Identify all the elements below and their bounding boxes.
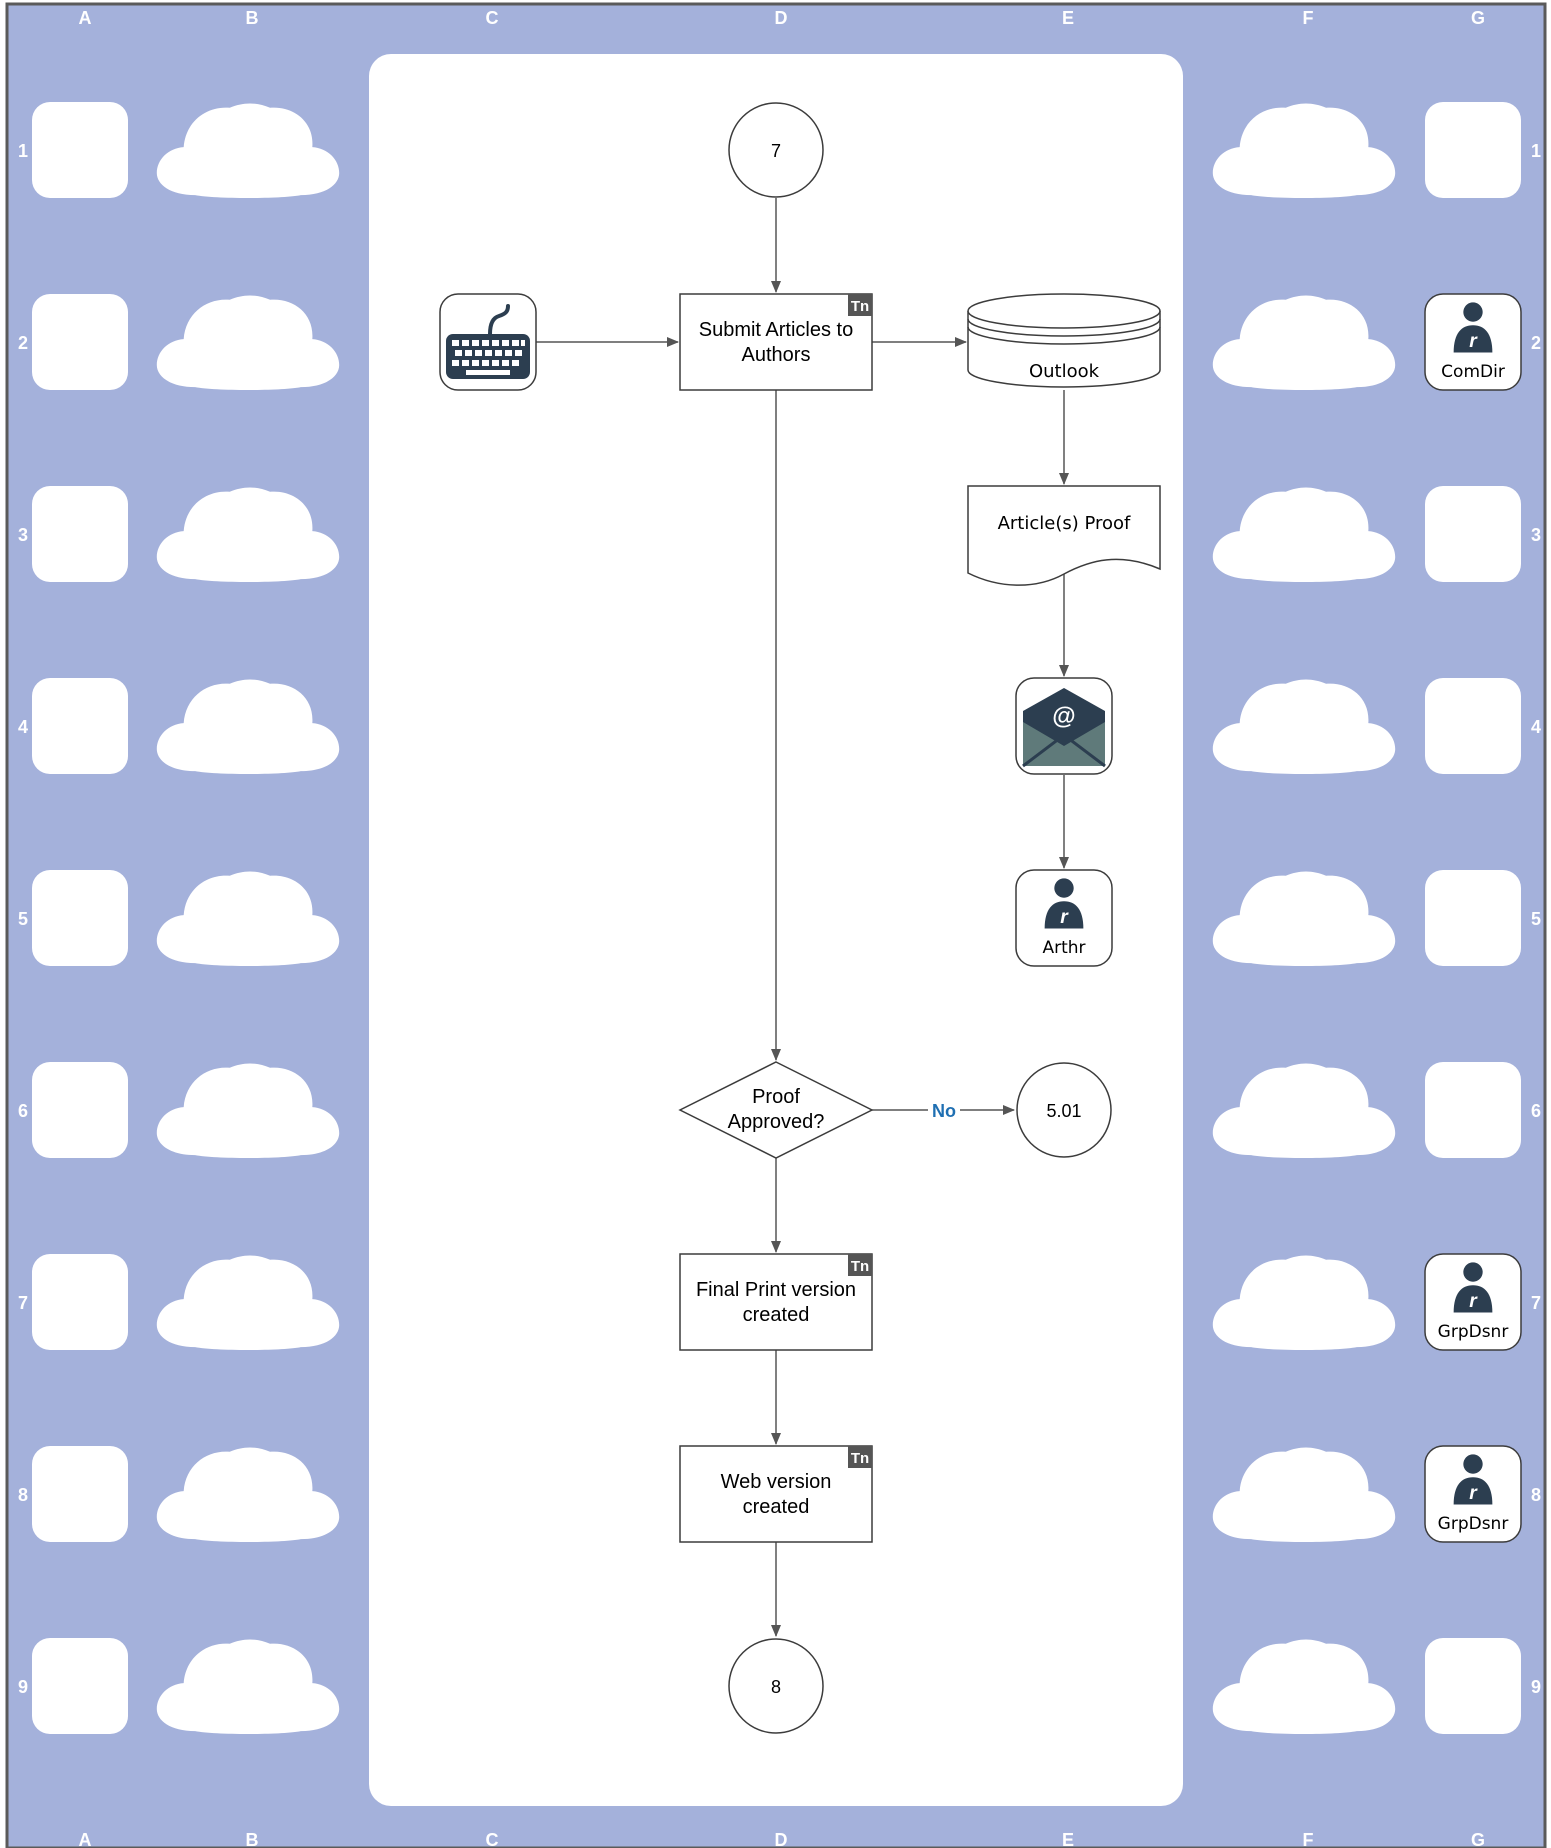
- placeholder-square-left: [32, 1254, 128, 1350]
- final-print-line-2: created: [743, 1304, 810, 1326]
- placeholder-square-left: [32, 102, 128, 198]
- submit-line-2: Authors: [742, 344, 811, 366]
- placeholder-square-left: [32, 1446, 128, 1542]
- no-branch-label: No: [932, 1101, 956, 1121]
- web-line-1: Web version: [721, 1471, 832, 1493]
- role-grpdsnr-label-row7: GrpDsnr: [1438, 1322, 1509, 1342]
- placeholder-square-right: [1425, 486, 1521, 582]
- outlook-database: Outlook: [967, 293, 1161, 388]
- start-connector-label: 7: [771, 141, 781, 161]
- article-proof-document: Article(s) Proof: [967, 485, 1161, 586]
- decision-line-2: Approved?: [728, 1111, 825, 1133]
- column-label-top: F: [1303, 8, 1314, 28]
- row-label-right: 7: [1531, 1293, 1541, 1313]
- column-label-bottom: D: [775, 1830, 788, 1848]
- row-label-left: 4: [18, 717, 28, 737]
- placeholder-square-right: [1425, 1638, 1521, 1734]
- placeholder-square-right: [1425, 870, 1521, 966]
- keyboard-icon: [439, 293, 537, 391]
- grid-labels: A A B B C C D D E E F F G G 1 1 2 2 3 3 4 4 5 5 6 6 7 7 8 8 9 9: [18, 8, 1541, 1848]
- role-grpdsnr-label-row8: GrpDsnr: [1438, 1514, 1509, 1534]
- task-tag-label: Tn: [851, 1258, 869, 1275]
- placeholder-square-left: [32, 486, 128, 582]
- svg-text:@: @: [1052, 703, 1075, 730]
- author-role-label: Arthr: [1042, 938, 1085, 958]
- start-connector: 7: [728, 102, 824, 198]
- placeholder-square-left: [32, 870, 128, 966]
- column-label-top: C: [486, 8, 499, 28]
- end-connector-label: 8: [771, 1677, 781, 1697]
- column-label-bottom: A: [79, 1830, 92, 1848]
- role-grpdsnr-icon-row8: GrpDsnr: [1424, 1445, 1522, 1543]
- row-label-right: 9: [1531, 1677, 1541, 1697]
- web-version-task: Tn Web version created: [679, 1445, 873, 1543]
- email-envelope-icon: @: [1015, 677, 1113, 775]
- offpage-connector: 5.01: [1016, 1062, 1112, 1158]
- column-label-bottom: F: [1303, 1830, 1314, 1848]
- row-label-left: 1: [18, 141, 28, 161]
- column-label-top: E: [1062, 8, 1074, 28]
- decision-line-1: Proof: [752, 1086, 800, 1108]
- task-tag-label: Tn: [851, 298, 869, 315]
- role-comdir-label: ComDir: [1441, 362, 1505, 382]
- column-label-bottom: G: [1471, 1830, 1485, 1848]
- placeholder-square-left: [32, 294, 128, 390]
- row-label-right: 4: [1531, 717, 1541, 737]
- row-label-left: 9: [18, 1677, 28, 1697]
- row-label-left: 7: [18, 1293, 28, 1313]
- row-label-left: 3: [18, 525, 28, 545]
- outlook-label: Outlook: [1029, 361, 1100, 382]
- proof-approved-decision: Proof Approved?: [678, 1061, 874, 1159]
- role-comdir-icon: ComDir: [1424, 293, 1522, 391]
- article-proof-label: Article(s) Proof: [998, 513, 1131, 534]
- offpage-connector-label: 5.01: [1046, 1101, 1081, 1121]
- author-role-icon: Arthr: [1015, 869, 1113, 967]
- web-line-2: created: [743, 1496, 810, 1518]
- placeholder-square-left: [32, 1638, 128, 1734]
- row-label-right: 3: [1531, 525, 1541, 545]
- side-placeholder-shapes: [32, 102, 1521, 1734]
- final-print-task: Tn Final Print version created: [679, 1253, 873, 1351]
- column-label-top: D: [775, 8, 788, 28]
- placeholder-square-right: [1425, 678, 1521, 774]
- row-label-left: 6: [18, 1101, 28, 1121]
- end-connector: 8: [728, 1638, 824, 1734]
- column-label-top: G: [1471, 8, 1485, 28]
- task-tag: [848, 294, 872, 316]
- column-label-bottom: E: [1062, 1830, 1074, 1848]
- flow-connectors: [536, 198, 1069, 1637]
- role-grpdsnr-icon-row7: GrpDsnr: [1424, 1253, 1522, 1351]
- final-print-line-1: Final Print version: [696, 1279, 856, 1301]
- column-label-bottom: C: [486, 1830, 499, 1848]
- row-label-right: 5: [1531, 909, 1541, 929]
- row-label-left: 8: [18, 1485, 28, 1505]
- column-label-top: A: [79, 8, 92, 28]
- placeholder-square-right: [1425, 102, 1521, 198]
- row-label-right: 8: [1531, 1485, 1541, 1505]
- column-label-top: B: [246, 8, 259, 28]
- row-label-right: 2: [1531, 333, 1541, 353]
- placeholder-square-left: [32, 678, 128, 774]
- row-label-left: 5: [18, 909, 28, 929]
- row-label-right: 6: [1531, 1101, 1541, 1121]
- task-tag-label: Tn: [851, 1450, 869, 1467]
- placeholder-square-left: [32, 1062, 128, 1158]
- row-label-right: 1: [1531, 141, 1541, 161]
- column-label-bottom: B: [246, 1830, 259, 1848]
- placeholder-square-right: [1425, 1062, 1521, 1158]
- row-label-left: 2: [18, 333, 28, 353]
- submit-line-1: Submit Articles to: [699, 319, 854, 341]
- submit-articles-task: Tn Submit Articles to Authors: [679, 293, 873, 391]
